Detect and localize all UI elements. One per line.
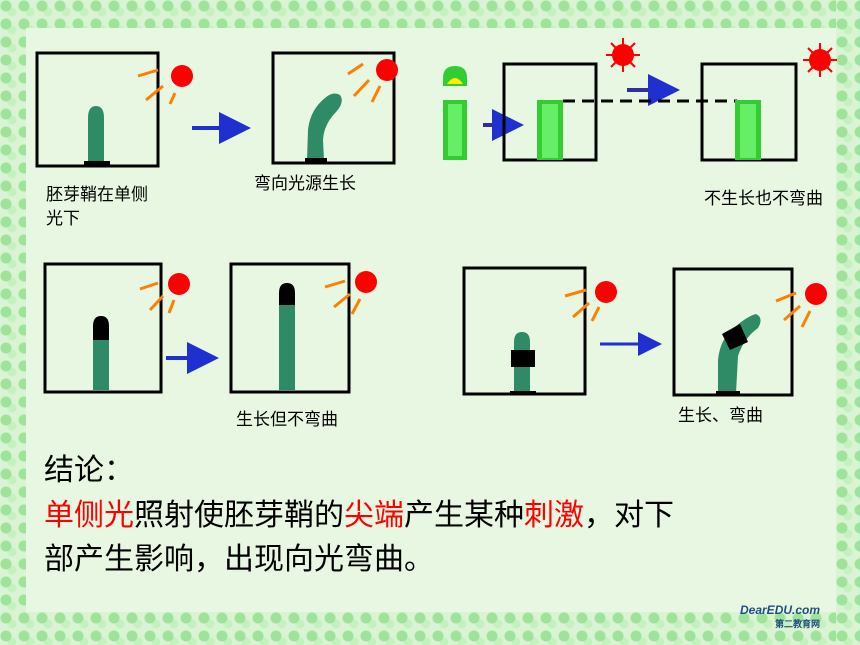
sun-icon — [137, 65, 193, 105]
label-exp2-after: 不生长也不弯曲 — [704, 189, 823, 209]
sun-icon — [347, 59, 398, 103]
exp2-box-before — [502, 38, 640, 162]
label-exp4-after: 生长、弯曲 — [678, 406, 763, 426]
exp1-box-before — [35, 51, 193, 168]
label-exp1-before: 胚芽鞘在单侧光下 — [46, 185, 148, 229]
exp4-box-before — [462, 266, 617, 396]
coleoptile-bent — [307, 93, 342, 160]
conclusion-line-1: 单侧光照射使胚芽鞘的尖端产生某种刺激，对下 — [44, 494, 674, 538]
logo-subtext: 第二教育网 — [775, 619, 821, 629]
exp2-box-after — [700, 43, 837, 162]
coleoptile-straight — [88, 106, 104, 163]
exp1-box-after — [271, 51, 398, 165]
label-exp1-after: 弯向光源生长 — [254, 174, 356, 194]
highlight-stimulus: 刺激 — [524, 498, 584, 533]
conclusion-text: 照射使胚芽鞘的 — [134, 498, 344, 533]
coleoptile-straight — [93, 335, 109, 390]
label-exp3-after: 生长但不弯曲 — [236, 410, 338, 430]
conclusion-text: ，对下 — [584, 498, 674, 533]
sun-icon — [606, 38, 640, 72]
floral-border-right — [836, 0, 860, 645]
exp4-box-after — [672, 267, 827, 397]
opaque-cap — [93, 316, 109, 340]
floral-border-bottom — [0, 612, 860, 645]
conclusion-text: 产生某种 — [404, 498, 524, 533]
opaque-band — [722, 324, 748, 350]
exp3-box-before — [43, 262, 190, 394]
exp3-box-after — [229, 262, 377, 394]
floral-border-left — [0, 0, 26, 645]
sun-icon — [139, 273, 190, 314]
sun-icon — [775, 283, 827, 328]
highlight-tip: 尖端 — [344, 498, 404, 533]
coleoptile-tall — [279, 300, 295, 390]
logo-text: DearEDU.com — [740, 603, 821, 617]
sun-icon — [324, 271, 377, 315]
conclusion-title: 结论： — [44, 453, 134, 488]
exp2-detached-tip — [443, 66, 467, 160]
site-logo: DearEDU.com 第二教育网 — [740, 603, 820, 630]
sun-icon — [803, 43, 837, 77]
opaque-cap — [279, 283, 295, 305]
highlight-unilateral-light: 单侧光 — [44, 498, 134, 533]
sun-icon — [564, 281, 617, 322]
floral-border-top — [0, 0, 860, 28]
opaque-band — [511, 350, 535, 367]
conclusion-line-2: 部产生影响，出现向光弯曲。 — [44, 542, 434, 577]
